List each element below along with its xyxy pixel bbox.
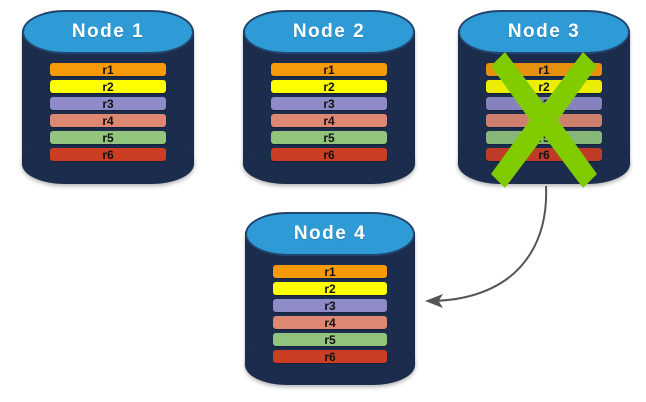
node-1-row-r6[interactable]: r6 — [50, 148, 166, 161]
node-4-row-r5[interactable]: r5 — [273, 333, 387, 346]
node-3-row-r2[interactable]: r2 — [486, 80, 602, 93]
node-1-row-r4[interactable]: r4 — [50, 114, 166, 127]
node-4-row-r6[interactable]: r6 — [273, 350, 387, 363]
node-3[interactable]: Node 3 r1 r2 r3 r4 r5 r6 — [458, 10, 630, 188]
arrow-path — [425, 185, 548, 308]
node-4-title: Node 4 — [293, 223, 367, 244]
node-4-row-list: r1 r2 r3 r4 r5 r6 — [273, 265, 387, 363]
node-3-row-r1[interactable]: r1 — [486, 63, 602, 76]
node-4-row-r2[interactable]: r2 — [273, 282, 387, 295]
node-1-title: Node 1 — [71, 21, 145, 42]
node-3-row-r6[interactable]: r6 — [486, 148, 602, 161]
node-1-row-list: r1 r2 r3 r4 r5 r6 — [50, 63, 166, 161]
node-3-row-r3[interactable]: r3 — [486, 97, 602, 110]
node-1[interactable]: Node 1 r1 r2 r3 r4 r5 r6 — [22, 10, 194, 184]
node-4-row-r4[interactable]: r4 — [273, 316, 387, 329]
node-4-row-r3[interactable]: r3 — [273, 299, 387, 312]
node-1-row-r2[interactable]: r2 — [50, 80, 166, 93]
node-3-row-r5[interactable]: r5 — [486, 131, 602, 144]
node-2-row-list: r1 r2 r3 r4 r5 r6 — [271, 63, 387, 161]
node-3-title: Node 3 — [507, 21, 581, 42]
node-1-row-r1[interactable]: r1 — [50, 63, 166, 76]
node-1-cylinder-top — [22, 10, 194, 54]
node-2-row-r5[interactable]: r5 — [271, 131, 387, 144]
node-4-cylinder-top — [245, 212, 415, 256]
node-2-row-r3[interactable]: r3 — [271, 97, 387, 110]
node-4-row-r1[interactable]: r1 — [273, 265, 387, 278]
node-2-title: Node 2 — [292, 21, 366, 42]
node-2[interactable]: Node 2 r1 r2 r3 r4 r5 r6 — [243, 10, 415, 184]
node-1-row-r5[interactable]: r5 — [50, 131, 166, 144]
node-3-row-r4[interactable]: r4 — [486, 114, 602, 127]
node-4[interactable]: Node 4 r1 r2 r3 r4 r5 r6 — [245, 212, 415, 385]
node-1-row-r3[interactable]: r3 — [50, 97, 166, 110]
node-3-row-list: r1 r2 r3 r4 r5 r6 — [486, 63, 602, 161]
node-2-row-r4[interactable]: r4 — [271, 114, 387, 127]
node-2-row-r2[interactable]: r2 — [271, 80, 387, 93]
node-2-row-r6[interactable]: r6 — [271, 148, 387, 161]
node-2-row-r1[interactable]: r1 — [271, 63, 387, 76]
node-2-cylinder-top — [243, 10, 415, 54]
